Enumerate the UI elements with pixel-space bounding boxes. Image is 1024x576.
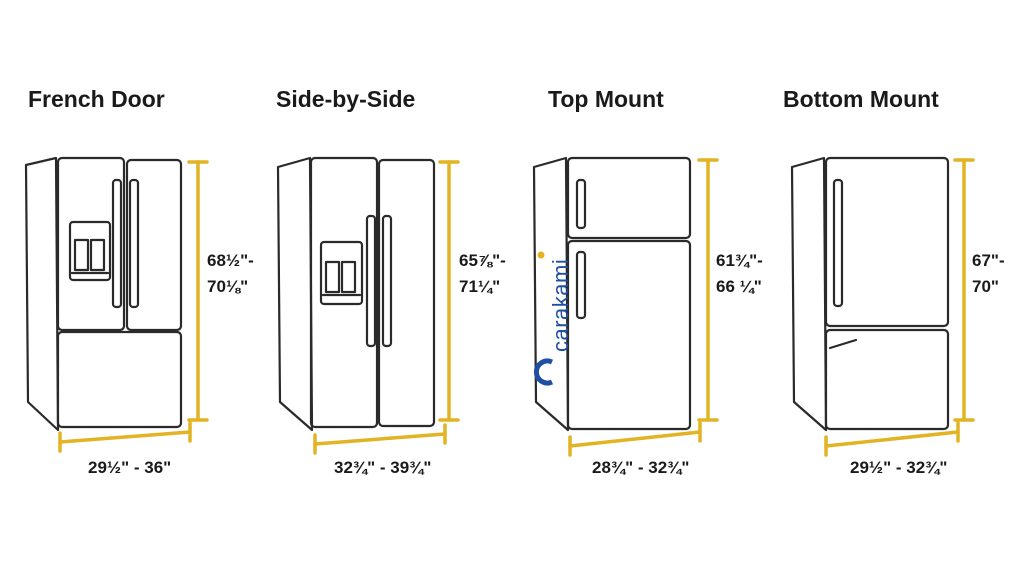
width-label-bottom-mount: 29½" - 32¾": [850, 458, 948, 477]
title-bottom-mount: Bottom Mount: [783, 86, 939, 112]
top-mount-fridge-drawing: [532, 156, 692, 432]
bottom-mount-dimension-lines: [824, 158, 975, 457]
height-max: 70⅛": [207, 277, 249, 296]
height-max: 71¼": [459, 277, 501, 296]
height-min: 65⅞"-: [459, 251, 506, 270]
height-label-side-by-side: 65⅞"- 71¼": [459, 248, 506, 300]
width-label-top-mount: 28¾" - 32¾": [592, 458, 690, 477]
title-french-door: French Door: [28, 86, 165, 112]
height-max: 70": [972, 277, 999, 296]
height-label-bottom-mount: 67"- 70": [972, 248, 1005, 300]
french-door-fridge-drawing: [24, 156, 183, 432]
french-door-dimension-lines: [58, 160, 209, 453]
watermark-text: carakami: [548, 258, 573, 352]
title-top-mount: Top Mount: [548, 86, 664, 112]
bottom-mount-fridge-drawing: [790, 156, 950, 432]
width-label-french-door: 29½" - 36": [88, 458, 172, 477]
height-min: 68½"-: [207, 251, 254, 270]
height-min: 61¾"-: [716, 251, 763, 270]
title-side-by-side: Side-by-Side: [276, 86, 416, 112]
height-max: 66 ¼": [716, 277, 762, 296]
top-mount-dimension-lines: [568, 158, 719, 457]
height-min: 67"-: [972, 251, 1005, 270]
width-label-side-by-side: 32¾" - 39¾": [334, 458, 432, 477]
carakami-logo-icon: [533, 251, 554, 386]
side-by-side-fridge-drawing: [276, 156, 436, 432]
side-by-side-dimension-lines: [313, 160, 460, 455]
height-label-top-mount: 61¾"- 66 ¼": [716, 248, 763, 300]
height-label-french-door: 68½"- 70⅛": [207, 248, 254, 300]
